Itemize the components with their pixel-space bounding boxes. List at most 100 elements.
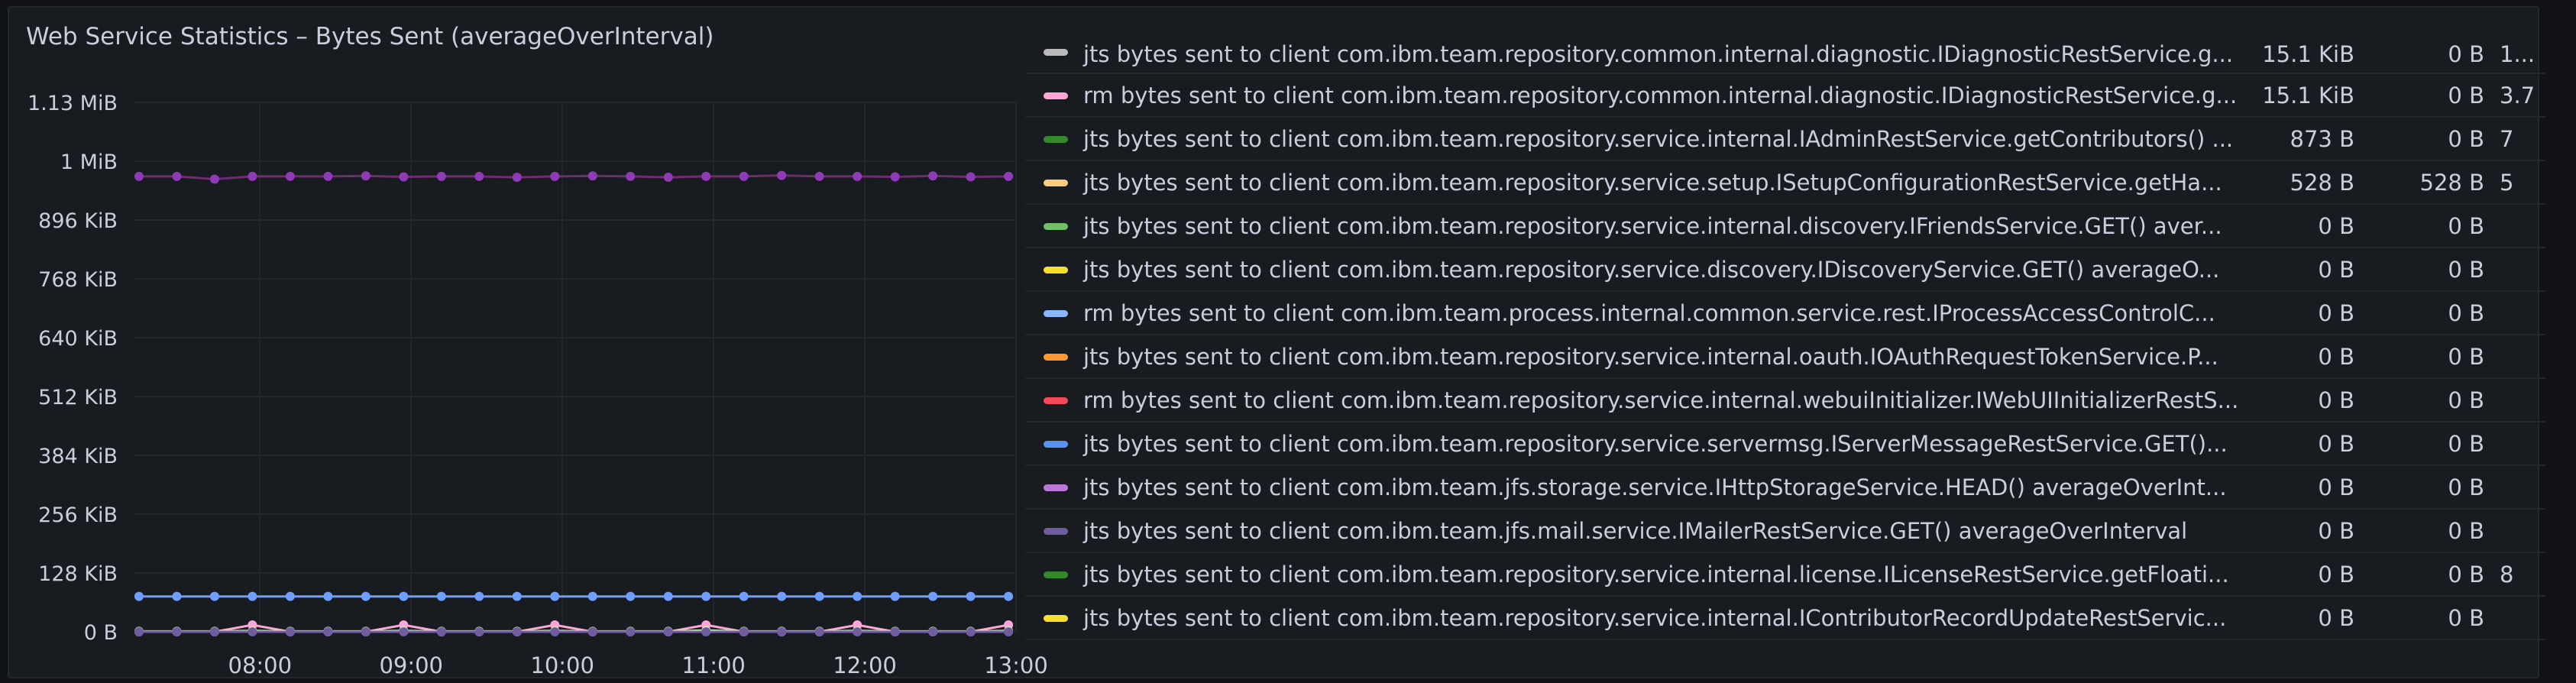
series-point[interactable] (323, 591, 333, 601)
legend-series-color-swatch[interactable] (1044, 571, 1068, 578)
series-point[interactable] (777, 170, 787, 180)
series-point[interactable] (399, 172, 409, 182)
series-point[interactable] (323, 171, 333, 181)
legend-series-color-swatch[interactable] (1044, 528, 1068, 535)
legend-series-color-swatch[interactable] (1044, 267, 1068, 274)
legend-series-color-swatch[interactable] (1044, 484, 1068, 491)
series-point[interactable] (1004, 627, 1014, 636)
legend-series-color-swatch[interactable] (1044, 92, 1068, 99)
series-point[interactable] (814, 627, 824, 636)
series-point[interactable] (172, 591, 182, 601)
legend-row[interactable]: rm bytes sent to client com.ibm.team.pro… (1025, 292, 2545, 335)
series-point[interactable] (134, 171, 144, 181)
series-point[interactable] (626, 171, 636, 181)
legend-series-name[interactable]: jts bytes sent to client com.ibm.team.re… (1083, 126, 2234, 152)
series-point[interactable] (777, 591, 787, 601)
series-point[interactable] (1004, 171, 1014, 181)
legend-series-name[interactable]: jts bytes sent to client com.ibm.team.re… (1083, 213, 2222, 239)
legend-row[interactable]: jts bytes sent to client com.ibm.team.re… (1025, 422, 2545, 466)
series-point[interactable] (248, 627, 257, 636)
series-point[interactable] (134, 591, 144, 601)
legend-series-color-swatch[interactable] (1044, 397, 1068, 404)
series-point[interactable] (209, 627, 219, 636)
series-point[interactable] (701, 591, 711, 601)
legend-row[interactable]: jts bytes sent to client com.ibm.team.jf… (1025, 510, 2545, 553)
series-point[interactable] (739, 591, 749, 601)
series-point[interactable] (474, 627, 484, 636)
series-point[interactable] (474, 591, 484, 601)
series-point[interactable] (663, 627, 673, 636)
legend-row[interactable]: rm bytes sent to client com.ibm.team.rep… (1025, 379, 2545, 422)
series-point[interactable] (285, 591, 295, 601)
series-point[interactable] (209, 591, 219, 601)
legend-series-color-swatch[interactable] (1044, 223, 1068, 230)
series-point[interactable] (853, 627, 862, 636)
series-point[interactable] (436, 591, 446, 601)
series-point[interactable] (134, 627, 144, 636)
legend-series-color-swatch[interactable] (1044, 49, 1068, 56)
series-point[interactable] (587, 627, 597, 636)
series-point[interactable] (550, 171, 560, 181)
series-point[interactable] (248, 591, 257, 601)
series-point[interactable] (361, 591, 371, 601)
series-point[interactable] (626, 627, 636, 636)
series-point[interactable] (853, 591, 862, 601)
legend-series-name[interactable]: jts bytes sent to client com.ibm.team.re… (1083, 41, 2234, 67)
series-point[interactable] (701, 627, 711, 636)
legend-series-name[interactable]: rm bytes sent to client com.ibm.team.rep… (1083, 83, 2238, 108)
series-point[interactable] (777, 627, 787, 636)
legend-series-name[interactable]: jts bytes sent to client com.ibm.team.re… (1083, 344, 2218, 370)
series-point[interactable] (361, 171, 371, 181)
legend-series-name[interactable]: jts bytes sent to client com.ibm.team.re… (1083, 257, 2220, 283)
legend-row[interactable]: jts bytes sent to client com.ibm.team.re… (1025, 335, 2545, 379)
legend-series-color-swatch[interactable] (1044, 180, 1068, 186)
legend-row[interactable]: jts bytes sent to client com.ibm.team.re… (1025, 248, 2545, 292)
legend-row[interactable]: jts bytes sent to client com.ibm.team.re… (1025, 31, 2545, 74)
series-point[interactable] (853, 171, 862, 181)
series-point[interactable] (890, 591, 900, 601)
series-point[interactable] (436, 171, 446, 181)
legend-series-name[interactable]: jts bytes sent to client com.ibm.team.jf… (1083, 474, 2227, 500)
series-point[interactable] (739, 627, 749, 636)
series-point[interactable] (248, 171, 257, 181)
legend-row[interactable]: rm bytes sent to client com.ibm.team.rep… (1025, 74, 2545, 118)
series-point[interactable] (701, 171, 711, 181)
legend-series-name[interactable]: rm bytes sent to client com.ibm.team.pro… (1083, 300, 2215, 326)
legend-series-color-swatch[interactable] (1044, 615, 1068, 622)
series-point[interactable] (928, 171, 938, 181)
legend-row[interactable]: jts bytes sent to client com.ibm.team.jf… (1025, 466, 2545, 510)
legend-row[interactable]: jts bytes sent to client com.ibm.team.re… (1025, 118, 2545, 161)
series-point[interactable] (739, 171, 749, 181)
legend-series-name[interactable]: jts bytes sent to client com.ibm.team.re… (1083, 562, 2229, 588)
legend-series-name[interactable]: jts bytes sent to client com.ibm.team.jf… (1083, 518, 2188, 544)
legend-row[interactable]: jts bytes sent to client com.ibm.team.re… (1025, 205, 2545, 248)
legend-series-name[interactable]: jts bytes sent to client com.ibm.team.re… (1083, 431, 2228, 457)
legend-row[interactable]: jts bytes sent to client com.ibm.team.re… (1025, 597, 2545, 640)
series-point[interactable] (361, 627, 371, 636)
series-point[interactable] (285, 627, 295, 636)
legend-row[interactable]: jts bytes sent to client com.ibm.team.re… (1025, 553, 2545, 597)
legend-series-color-swatch[interactable] (1044, 136, 1068, 143)
series-line-0[interactable] (138, 174, 1009, 181)
series-point[interactable] (966, 627, 976, 636)
series-point[interactable] (512, 627, 522, 636)
series-point[interactable] (966, 172, 976, 182)
series-point[interactable] (209, 174, 219, 184)
series-point[interactable] (399, 627, 409, 636)
legend-series-name[interactable]: rm bytes sent to client com.ibm.team.rep… (1083, 387, 2239, 413)
legend-row[interactable]: jts bytes sent to client com.ibm.team.re… (1025, 161, 2545, 205)
series-point[interactable] (663, 591, 673, 601)
series-point[interactable] (890, 627, 900, 636)
series-point[interactable] (550, 627, 560, 636)
series-point[interactable] (814, 171, 824, 181)
series-point[interactable] (928, 591, 938, 601)
series-point[interactable] (1004, 591, 1014, 601)
series-point[interactable] (928, 627, 938, 636)
legend-series-color-swatch[interactable] (1044, 441, 1068, 448)
series-point[interactable] (663, 173, 673, 183)
series-point[interactable] (474, 171, 484, 181)
series-point[interactable] (436, 627, 446, 636)
series-point[interactable] (323, 627, 333, 636)
series-point[interactable] (890, 172, 900, 182)
